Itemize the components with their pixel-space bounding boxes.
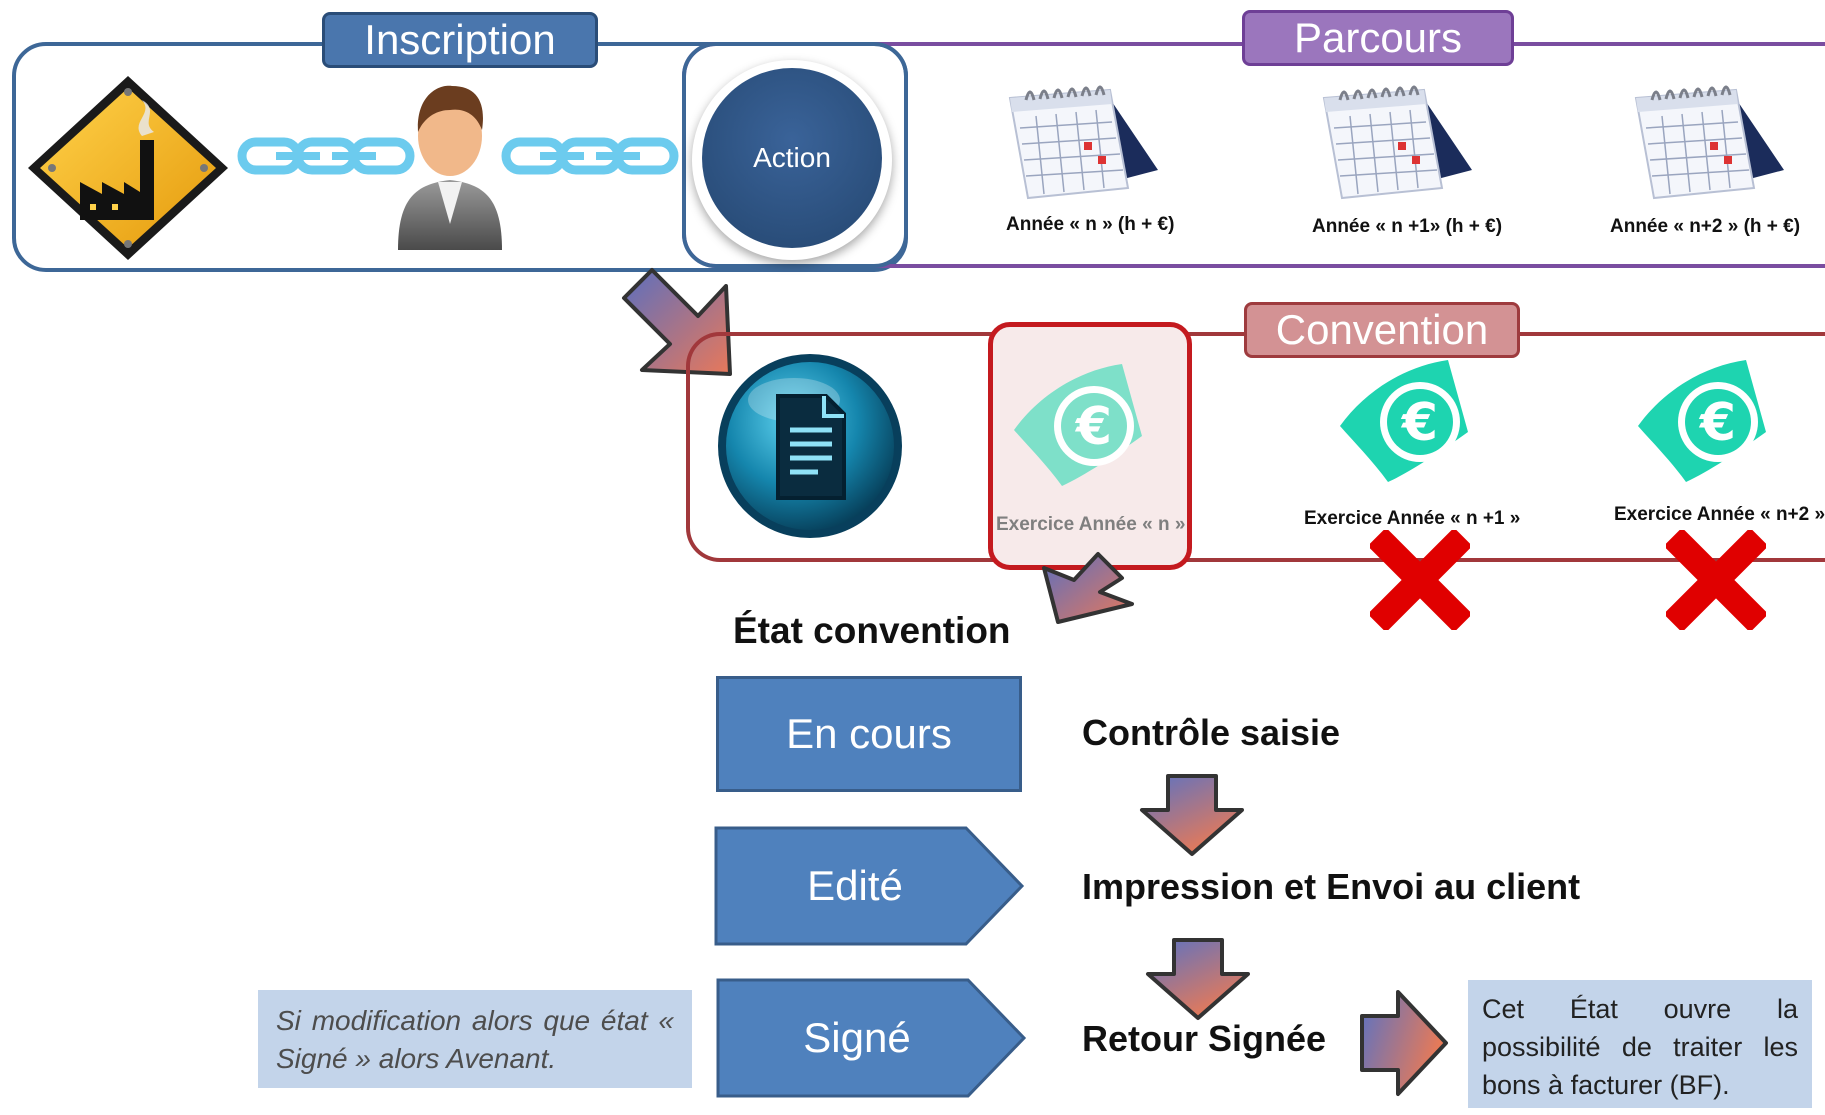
inscription-tab: Inscription — [322, 12, 598, 68]
exercice-label: Exercice Année « n » — [996, 514, 1186, 535]
down-arrow-small-icon — [1042, 552, 1134, 624]
right-arrow-icon — [1360, 990, 1448, 1096]
cross-icon — [1666, 530, 1766, 630]
euro-icon: € — [1014, 364, 1142, 486]
euro-icon: € — [1638, 360, 1766, 482]
chain-link-icon — [237, 137, 415, 175]
exercice-label: Exercice Année « n+2 » — [1614, 504, 1825, 525]
person-icon — [398, 85, 502, 250]
state-signe — [716, 978, 1027, 1098]
down-arrow-icon — [1146, 938, 1250, 1020]
note-bf: Cet État ouvre la possibilité de traiter… — [1468, 980, 1812, 1108]
etat-title: État convention — [733, 610, 1011, 651]
exercice-label: Exercice Année « n +1 » — [1304, 508, 1521, 529]
document-icon[interactable] — [714, 350, 906, 542]
year-label: Année « n +1» (h + €) — [1312, 216, 1503, 237]
parcours-tab: Parcours — [1242, 10, 1514, 66]
svg-text:€: € — [1699, 393, 1736, 453]
down-arrow-icon — [1140, 774, 1244, 856]
year-label: Année « n » (h + €) — [1006, 214, 1175, 235]
chain-link-icon — [501, 137, 679, 175]
step-controle: Contrôle saisie — [1082, 712, 1341, 753]
cross-icon — [1370, 530, 1470, 630]
step-impression: Impression et Envoi au client — [1082, 866, 1581, 907]
step-retour: Retour Signée — [1082, 1018, 1327, 1059]
state-label: Edité — [807, 862, 903, 909]
factory-warning-icon — [28, 76, 228, 260]
calendar-icon — [1322, 85, 1472, 200]
action-button[interactable]: Action — [702, 68, 882, 248]
action-label: Action — [753, 142, 831, 173]
state-label: Signé — [803, 1014, 911, 1061]
calendar-icon — [1008, 85, 1158, 200]
state-en-cours: En cours — [716, 676, 1022, 792]
note-bf-text: Cet État ouvre la possibilité de traiter… — [1482, 994, 1798, 1100]
year-label: Année « n+2 » (h + €) — [1610, 216, 1801, 237]
state-label: En cours — [786, 710, 952, 757]
svg-text:€: € — [1075, 397, 1112, 457]
note-avenant: Si modification alors que état « Signé »… — [258, 990, 692, 1088]
euro-icon: € — [1340, 360, 1468, 482]
calendar-icon — [1634, 85, 1784, 200]
state-edite — [714, 826, 1025, 946]
action-frame — [682, 42, 908, 268]
svg-text:€: € — [1401, 393, 1438, 453]
convention-tab: Convention — [1244, 302, 1520, 358]
note-avenant-text: Si modification alors que état « Signé »… — [276, 1005, 674, 1074]
